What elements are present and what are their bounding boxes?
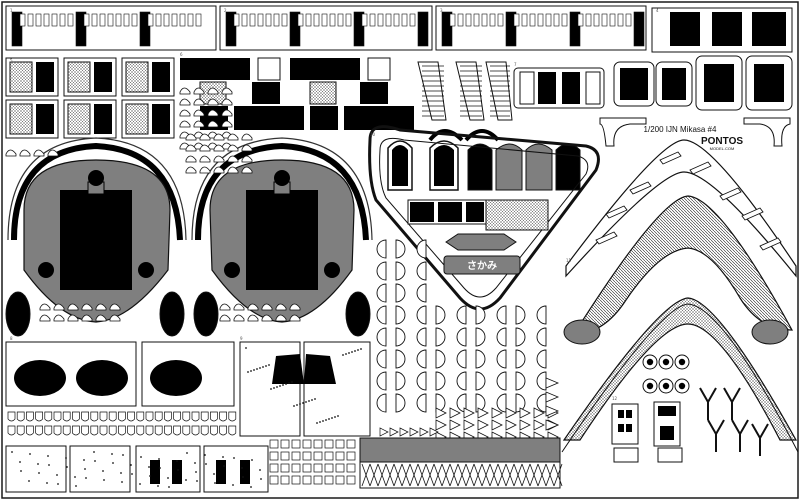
window-frames — [5, 57, 175, 139]
bottom-rail — [359, 437, 563, 489]
window-arches — [387, 129, 581, 191]
bow-deck-frames — [561, 139, 799, 453]
vertical-ladders — [417, 61, 513, 121]
svg-text:5: 5 — [10, 58, 13, 63]
brackets — [599, 117, 791, 147]
bow-frame-center: さかみ — [368, 125, 600, 311]
svg-text:6: 6 — [180, 52, 183, 57]
svg-text:4: 4 — [656, 8, 659, 13]
svg-text:2: 2 — [224, 8, 227, 13]
svg-text:3: 3 — [440, 8, 443, 13]
top-right-frames — [651, 7, 793, 53]
turret-platforms — [7, 137, 373, 323]
half-disc-parts — [376, 239, 547, 413]
sheet-title: 1/200 IJN Mikasa #4 — [644, 125, 717, 134]
deck-plates — [5, 341, 371, 493]
svg-text:1: 1 — [10, 8, 13, 13]
part-number-labels: 1 2 3 4 5 6 7 8 9 10 11 12 — [10, 8, 659, 401]
sheet-title-block: 1/200 IJN Mikasa #4 PONTOS MODEL.COM — [644, 125, 744, 151]
clip-rows — [7, 411, 356, 485]
small-fittings — [5, 87, 301, 322]
ornate-frames — [513, 55, 793, 111]
svg-text:8: 8 — [10, 336, 13, 341]
brand-logo-text: PONTOS — [701, 136, 743, 147]
oval-hatches — [5, 291, 371, 337]
svg-text:11: 11 — [566, 258, 572, 263]
svg-text:10: 10 — [370, 132, 376, 137]
svg-text:7: 7 — [514, 62, 517, 67]
brand-sub-text: MODEL.COM — [710, 146, 735, 151]
nameplate-left: さかみ — [467, 260, 497, 272]
svg-text:9: 9 — [240, 336, 243, 341]
top-rail-strip — [5, 5, 647, 51]
rings-and-brackets — [611, 354, 769, 463]
svg-text:12: 12 — [612, 396, 618, 401]
